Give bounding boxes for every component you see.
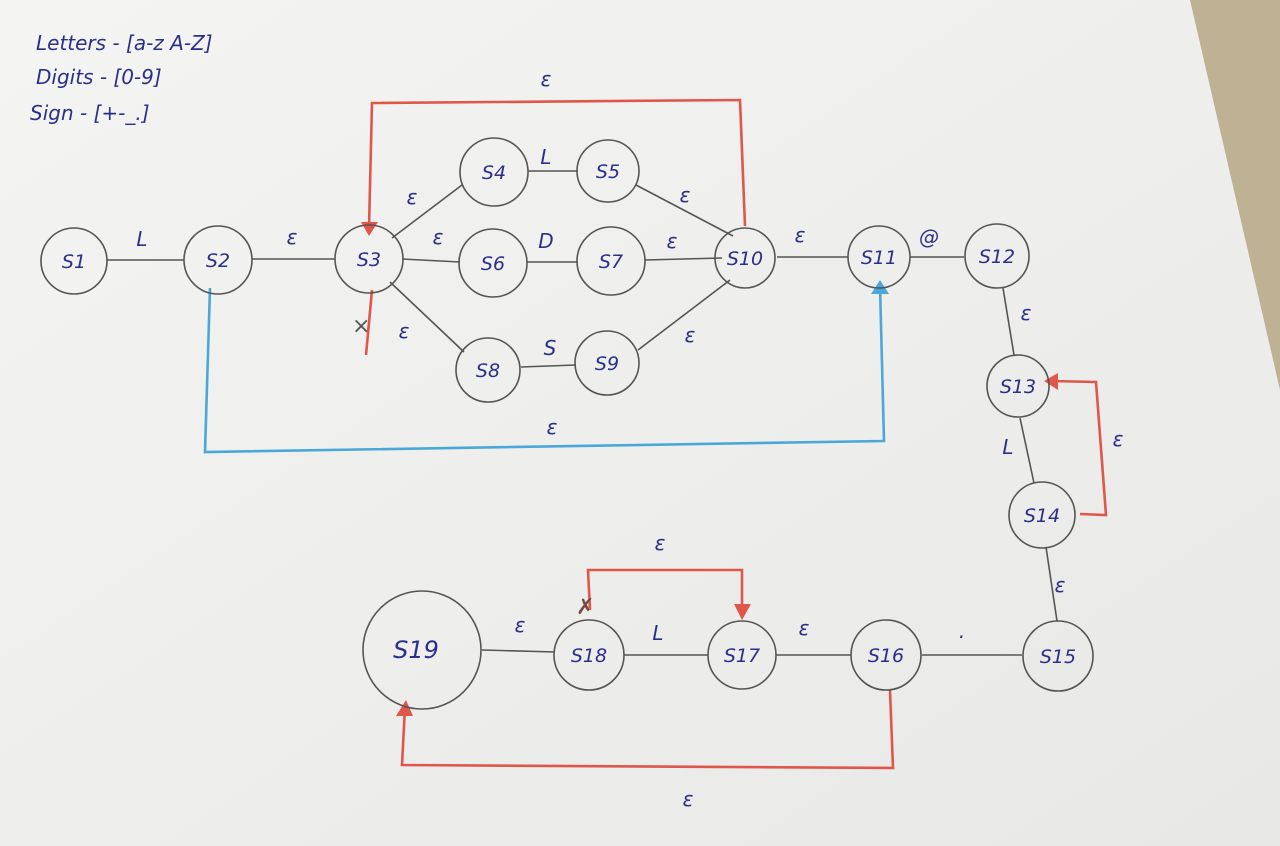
bypass-s2-s11 bbox=[203, 285, 886, 454]
state-label-s8: S8 bbox=[476, 360, 500, 382]
edge-s3-s4 bbox=[391, 184, 463, 239]
label-s15-s16: . bbox=[959, 619, 965, 643]
loop-s10-s3 bbox=[367, 98, 747, 229]
label-s18-s19: ε bbox=[515, 613, 526, 637]
label-s10-s3-loop: ε bbox=[541, 67, 552, 91]
state-s11 bbox=[847, 225, 911, 289]
state-label-s3: S3 bbox=[357, 249, 381, 271]
label-s9-s10: ε bbox=[685, 323, 696, 347]
edge-s7-s10 bbox=[644, 257, 723, 261]
state-label-s1: S1 bbox=[62, 251, 86, 273]
state-s4 bbox=[459, 137, 529, 207]
label-s6-s7: D bbox=[538, 229, 553, 253]
loop-s18-s17 bbox=[586, 568, 744, 614]
state-s6 bbox=[458, 228, 528, 298]
label-s2-s3: ε bbox=[287, 225, 298, 249]
state-s15 bbox=[1022, 620, 1094, 692]
state-s9 bbox=[574, 330, 640, 396]
strike-mark-s18: ✗ bbox=[576, 595, 594, 620]
state-label-s10: S10 bbox=[727, 248, 763, 270]
label-s16-s17: ε bbox=[799, 616, 810, 640]
label-s5-s10: ε bbox=[680, 183, 691, 207]
state-label-s4: S4 bbox=[482, 162, 506, 184]
edge-s3-s6 bbox=[401, 258, 461, 263]
state-label-s16: S16 bbox=[868, 645, 904, 667]
label-s14-s13-loop: ε bbox=[1113, 427, 1124, 451]
edge-s8-s9 bbox=[520, 364, 577, 368]
label-s8-s9: S bbox=[544, 336, 557, 360]
label-s4-s5: L bbox=[540, 145, 551, 169]
arrowhead-s11 bbox=[871, 280, 889, 294]
state-s14 bbox=[1008, 481, 1076, 549]
state-s10 bbox=[714, 227, 776, 289]
label-s7-s10: ε bbox=[667, 229, 678, 253]
legend-digits: Digits - [0-9] bbox=[36, 65, 162, 89]
state-label-s14: S14 bbox=[1024, 505, 1060, 527]
label-s17-s18: L bbox=[652, 621, 663, 645]
label-s2-s11-bypass: ε bbox=[547, 415, 558, 439]
state-s5 bbox=[576, 139, 640, 203]
label-s3-s6: ε bbox=[433, 225, 444, 249]
edge-s5-s10 bbox=[635, 184, 734, 237]
bypass-s16-s19 bbox=[400, 689, 895, 770]
state-label-s18: S18 bbox=[571, 645, 607, 667]
edge-s9-s10 bbox=[637, 279, 731, 351]
state-label-s5: S5 bbox=[596, 161, 620, 183]
state-s1 bbox=[40, 227, 108, 295]
state-label-s13: S13 bbox=[1000, 376, 1036, 398]
state-s8 bbox=[455, 337, 521, 403]
state-label-s17: S17 bbox=[724, 645, 760, 667]
label-s11-s12: @ bbox=[919, 225, 939, 249]
edge-s14-s15 bbox=[1045, 546, 1058, 622]
state-s3 bbox=[334, 224, 404, 294]
state-label-s11: S11 bbox=[861, 247, 897, 269]
state-s17 bbox=[707, 620, 777, 690]
arrowhead-s19 bbox=[396, 700, 413, 716]
state-label-s7: S7 bbox=[599, 251, 623, 273]
state-s16 bbox=[850, 619, 922, 691]
state-s13 bbox=[986, 354, 1050, 418]
state-label-s2: S2 bbox=[206, 250, 230, 272]
label-s14-s15: ε bbox=[1055, 573, 1066, 597]
strike-line-s3 bbox=[364, 289, 374, 356]
label-s10-s11: ε bbox=[795, 223, 806, 247]
state-label-s9: S9 bbox=[595, 353, 619, 375]
strike-mark-s3: × bbox=[352, 314, 370, 339]
arrowhead-s17 bbox=[734, 604, 751, 620]
state-s18 bbox=[553, 619, 625, 691]
edge-s3-s8 bbox=[389, 281, 465, 353]
state-label-s6: S6 bbox=[481, 253, 505, 275]
label-s12-s13: ε bbox=[1021, 301, 1032, 325]
state-s7 bbox=[576, 226, 646, 296]
label-s3-s4: ε bbox=[407, 185, 418, 209]
edge-s13-s14 bbox=[1019, 417, 1035, 484]
loop-s14-s13 bbox=[1049, 379, 1108, 517]
label-s16-s19-bypass: ε bbox=[683, 787, 694, 811]
state-label-s19: S19 bbox=[393, 636, 439, 664]
state-label-s15: S15 bbox=[1040, 646, 1076, 668]
legend-sign: Sign - [+-_.] bbox=[30, 101, 150, 125]
label-s3-s8: ε bbox=[399, 319, 410, 343]
label-s18-s17-loop: ε bbox=[655, 531, 666, 555]
legend-letters: Letters - [a-z A-Z] bbox=[36, 31, 213, 55]
label-s1-s2: L bbox=[136, 227, 147, 251]
state-s19 bbox=[362, 590, 482, 710]
state-label-s12: S12 bbox=[979, 246, 1015, 268]
state-s12 bbox=[964, 223, 1030, 289]
state-s2 bbox=[183, 225, 253, 295]
edge-s12-s13 bbox=[1002, 287, 1015, 356]
label-s13-s14: L bbox=[1002, 435, 1013, 459]
edge-s18-s19 bbox=[481, 649, 556, 653]
arrowhead-s13 bbox=[1044, 373, 1058, 390]
